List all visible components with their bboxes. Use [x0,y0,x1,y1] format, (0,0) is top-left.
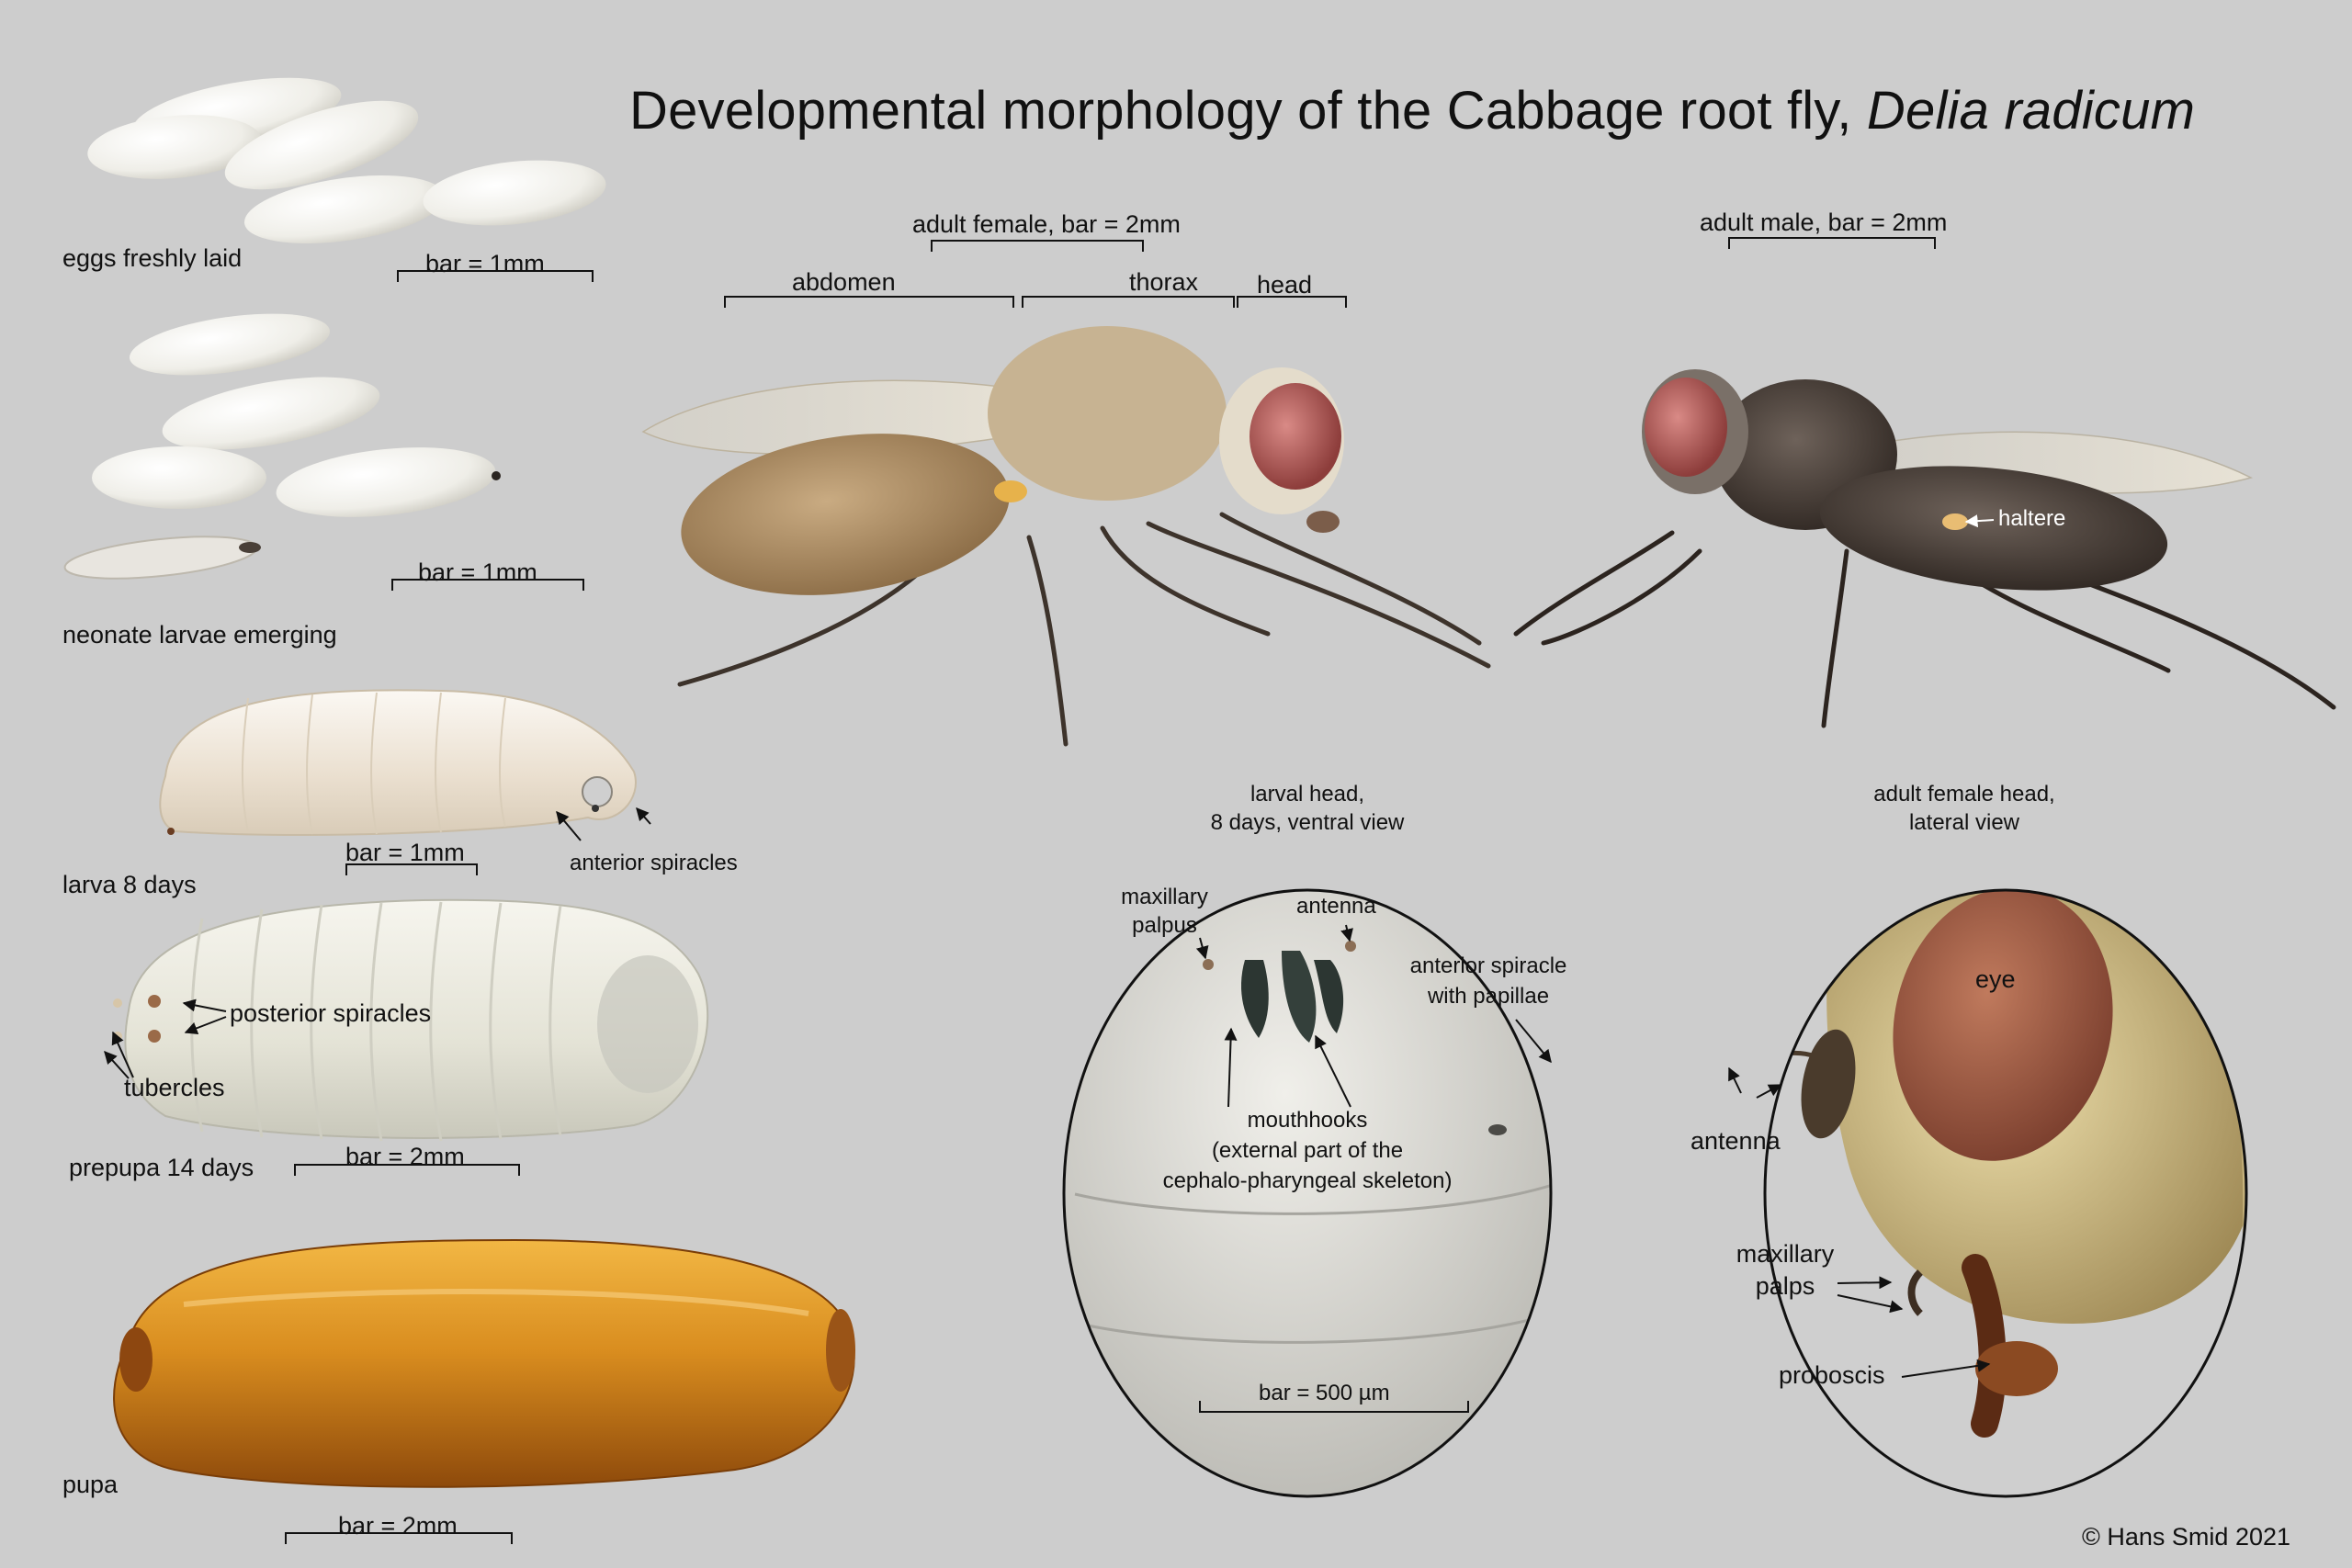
arrow-posterior-spiracles-1 [182,998,227,1012]
label-anterior-spiracles: anterior spiracles [570,851,738,875]
arrow-mouthhooks-2 [1315,1034,1351,1108]
scale-bar-pupa [285,1532,513,1544]
label-adult-female: adult female, bar = 2mm [912,210,1181,238]
scale-bar-neonate [391,579,584,591]
title-main: Developmental morphology of the Cabbage … [629,81,1867,141]
arrow-maxillary-palps-1 [1837,1276,1893,1290]
label-eggs-bar: bar = 1mm [425,250,545,277]
scale-bar-eggs [397,270,594,282]
adult-head-detail [1763,888,2248,1498]
label-adult-male: adult male, bar = 2mm [1700,209,1948,236]
label-posterior-spiracles: posterior spiracles [230,999,432,1027]
arrow-larval-antenna [1340,924,1353,942]
label-larva: larva 8 days [62,871,197,898]
larval-head-title-1: larval head, [1250,782,1365,807]
label-maxillary-palpus-2: palpus [1132,913,1197,938]
label-thorax: thorax [1129,268,1199,296]
label-mouthhooks-3: cephalo-pharyngeal skeleton) [1162,1168,1453,1193]
title-species: Delia radicum [1866,81,2196,141]
larval-head-detail [1062,888,1553,1498]
scale-bar-adult-male [1728,237,1936,249]
copyright-credit: © Hans Smid 2021 [2082,1523,2291,1551]
label-anterior-spiracle-2: with papillae [1427,984,1550,1009]
label-larval-head-bar: bar = 500 µm [1259,1381,1390,1405]
label-neonate: neonate larvae emerging [62,621,337,649]
female-fly-image [641,326,1491,747]
label-adult-antenna: antenna [1690,1127,1781,1155]
label-mouthhooks-2: (external part of the [1211,1138,1404,1163]
label-prepupa: prepupa 14 days [69,1154,254,1181]
male-fly-image [1513,369,2336,728]
label-mouthhooks-1: mouthhooks [1247,1108,1368,1133]
label-larva-bar: bar = 1mm [345,839,465,866]
neonate-larvae-image [63,313,501,580]
adult-head-title-1: adult female head, [1873,782,2055,807]
label-eggs: eggs freshly laid [62,244,243,272]
label-maxillary-palpus-1: maxillary [1121,885,1208,909]
arrow-mouthhooks-1 [1224,1027,1238,1108]
diagram-title: Developmental morphology of the Cabbage … [629,85,2195,138]
label-maxillary-palps-1: maxillary [1736,1240,1835,1268]
scale-bar-adult-female [931,240,1144,252]
arrow-proboscis [1901,1359,1991,1378]
larva-image [159,689,637,837]
label-larval-antenna: antenna [1296,894,1376,919]
arrow-posterior-spiracles-2 [184,1016,227,1034]
label-proboscis: proboscis [1779,1361,1885,1389]
label-anterior-spiracle-1: anterior spiracle [1409,953,1567,978]
arrow-maxillary-palps-2 [1837,1294,1904,1314]
label-maxillary-palps-2: palps [1755,1272,1815,1300]
arrow-tubercles-1 [111,1031,134,1078]
bracket-abdomen [724,296,1014,308]
arrow-adult-antenna-1 [1728,1066,1742,1094]
adult-head-title-2: lateral view [1908,810,2020,835]
label-pupa-bar: bar = 2mm [338,1512,458,1540]
arrow-anterior-spiracles-1 [556,810,582,841]
scale-bar-prepupa [294,1164,520,1176]
scale-bar-larval-head [1199,1401,1469,1413]
eggs-cluster-image [87,77,606,243]
arrow-adult-antenna-2 [1756,1084,1782,1099]
pupa-image [113,1238,855,1488]
bracket-head [1237,296,1347,308]
arrow-anterior-spiracles-2 [636,807,651,825]
label-neonate-bar: bar = 1mm [418,558,537,586]
scale-bar-larva [345,863,478,875]
label-head: head [1257,271,1313,299]
label-pupa: pupa [62,1471,119,1498]
arrow-tubercles-2 [104,1050,130,1079]
bracket-thorax [1022,296,1235,308]
arrow-haltere [1964,514,1995,528]
label-tubercles: tubercles [124,1074,225,1101]
arrow-anterior-spiracle-papillae [1515,1019,1552,1064]
larval-head-title-2: 8 days, ventral view [1210,810,1405,835]
label-haltere: haltere [1998,506,2066,531]
label-eye: eye [1975,965,2016,993]
label-abdomen: abdomen [792,268,896,296]
arrow-maxillary-palpus [1195,937,1209,960]
